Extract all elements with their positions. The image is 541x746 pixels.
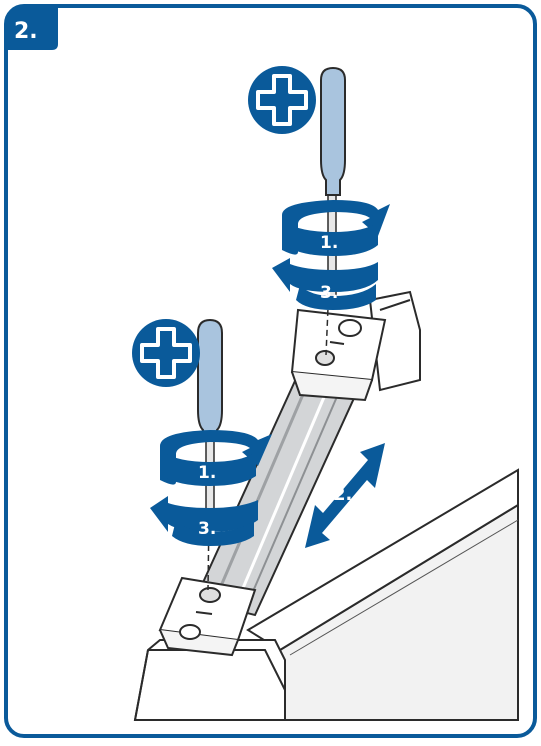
lower-turn-last-label: 3. (198, 519, 216, 539)
upper-mount-hole (338, 319, 362, 337)
lower-mount-hole (179, 624, 201, 640)
upper-mount (290, 308, 387, 402)
upper-turn-first-label: 1. (320, 233, 338, 253)
adjustment-double-arrow: 2. (305, 443, 385, 548)
upper-housing (368, 290, 421, 392)
phillips-cross-icon (248, 66, 316, 134)
upper-mount-screw (315, 350, 335, 366)
lower-mount (158, 576, 257, 657)
adjustment-label: 2. (333, 484, 352, 505)
lower-screwdriver (197, 318, 223, 591)
lower-turn-arrows: 1. 3. (150, 430, 272, 546)
lower-turn-first-label: 1. (198, 463, 216, 483)
phillips-cross-icon (132, 319, 200, 387)
step-number: 2. (14, 19, 38, 44)
step-badge: 2. (6, 6, 58, 50)
upper-turn-last-label: 3. (320, 283, 338, 303)
lower-mount-screw (199, 587, 221, 603)
upper-turn-arrows: 1. 3. (272, 200, 390, 310)
